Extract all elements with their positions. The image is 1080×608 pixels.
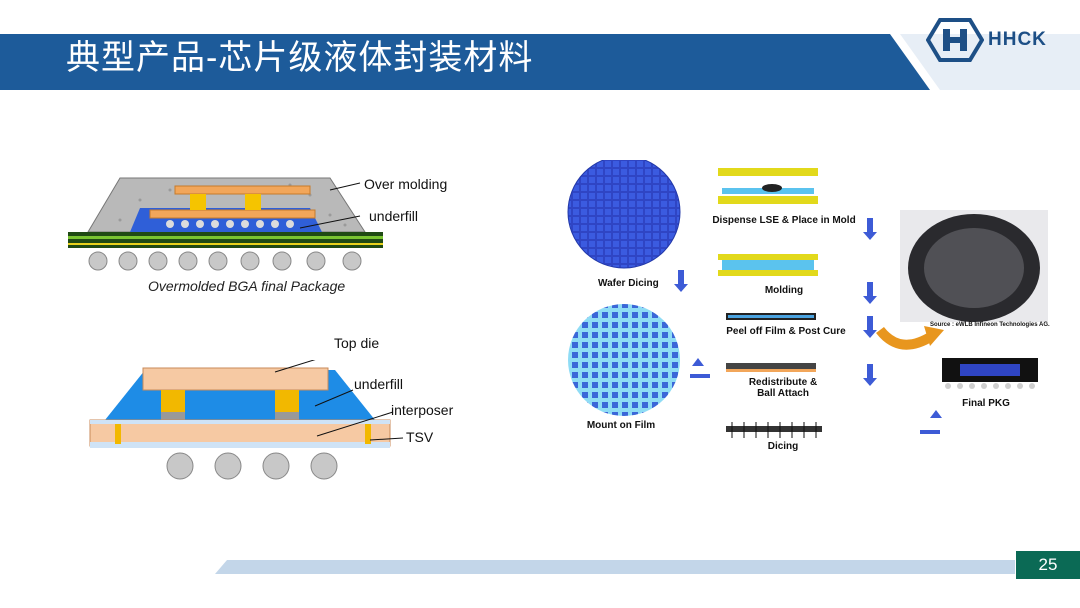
label-underfill-interposer: underfill <box>354 376 404 392</box>
logo-text: HHCK <box>988 29 1047 50</box>
page-number: 25 <box>1016 551 1080 579</box>
label-molding: Molding <box>764 285 804 296</box>
label-tsv: TSV <box>406 429 434 445</box>
label-top-die: Top die <box>334 335 380 351</box>
footer-bar <box>215 560 1015 574</box>
label-mount-on-film: Mount on Film <box>586 420 656 431</box>
label-wafer-dicing: Wafer Dicing <box>598 278 659 289</box>
hhck-logo-icon <box>926 18 984 62</box>
interposer-tsv-diagram <box>89 360 404 480</box>
source-note: Source : eWLB Infineon Technologies AG. <box>930 322 1050 328</box>
label-dispense: Dispense LSE & Place in Mold <box>712 215 856 226</box>
process-flow-diagram <box>567 160 1048 438</box>
label-underfill-bga: underfill <box>369 208 419 224</box>
label-over-molding: Over molding <box>364 176 448 192</box>
label-final-pkg: Final PKG <box>962 398 1010 409</box>
label-interposer: interposer <box>391 402 454 418</box>
label-peel-off: Peel off Film & Post Cure <box>726 326 846 337</box>
label-redistribute: Redistribute & Ball Attach <box>748 377 818 399</box>
caption-bga: Overmolded BGA final Package <box>148 278 346 294</box>
overmolded-bga-diagram <box>68 177 383 271</box>
page-title: 典型产品-芯片级液体封装材料 <box>66 39 534 77</box>
label-dicing: Dicing <box>767 441 799 452</box>
